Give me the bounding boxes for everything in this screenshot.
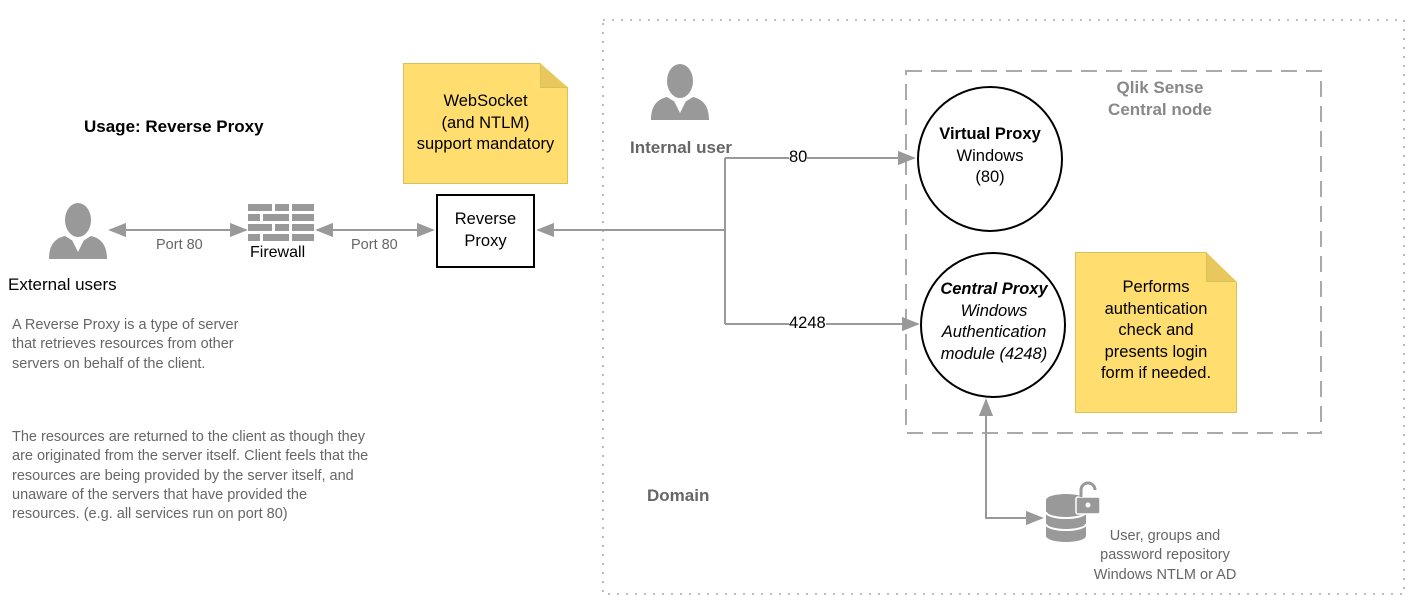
auth-note: Performs authentication check and presen… — [1075, 252, 1237, 413]
virtual-proxy-line2: Windows — [956, 146, 1024, 165]
virtual-proxy-circle — [917, 86, 1063, 232]
central-proxy-text: Central Proxy Windows Authentication mod… — [922, 279, 1066, 365]
repository-label: User, groups and password repository Win… — [1070, 527, 1260, 585]
port-label-80: 80 — [789, 148, 808, 167]
auth-note-line3: check and — [1118, 321, 1194, 339]
websocket-note-line2: (and NTLM) — [441, 113, 530, 132]
central-proxy-circle — [920, 252, 1066, 398]
connector-repository — [978, 398, 1044, 526]
websocket-note-line3: support mandatory — [416, 135, 555, 153]
external-users-label: External users — [8, 275, 117, 294]
central-node-line2: Central node — [1108, 100, 1212, 119]
port-label-4248: 4248 — [789, 314, 826, 333]
virtual-proxy-line3: (80) — [975, 168, 1005, 186]
auth-note-line4: presents login — [1104, 342, 1208, 361]
repository-line3: Windows NTLM or AD — [1093, 566, 1237, 583]
auth-note-line5: form if needed. — [1100, 364, 1212, 382]
internal-user-label: Internal user — [630, 138, 733, 157]
central-proxy-line4: module (4248) — [940, 344, 1048, 363]
auth-note-line1: Performs — [1122, 278, 1190, 296]
description-paragraph-1: A Reverse Proxy is a type of server that… — [12, 317, 239, 372]
websocket-note-line1: WebSocket — [443, 92, 528, 110]
firewall-icon — [248, 204, 314, 241]
virtual-proxy-text: Virtual Proxy Windows (80) — [918, 124, 1062, 189]
port-label-left: Port 80 — [156, 237, 203, 253]
database-lock-icon — [1045, 481, 1101, 542]
port-label-right: Port 80 — [351, 237, 398, 253]
reverse-proxy-box: Reverse Proxy — [436, 194, 535, 268]
domain-label: Domain — [647, 486, 710, 505]
virtual-proxy-title: Virtual Proxy — [939, 125, 1041, 143]
repository-line1: User, groups and — [1109, 528, 1221, 544]
central-node-line1: Qlik Sense — [1116, 78, 1204, 97]
central-proxy-line2: Windows — [960, 301, 1028, 320]
external-user-icon — [49, 203, 107, 259]
repository-line2: password repository — [1100, 547, 1230, 564]
reverse-proxy-line2: Proxy — [464, 232, 507, 250]
central-proxy-line3: Authentication — [941, 323, 1047, 341]
auth-note-line2: authentication — [1104, 299, 1208, 318]
central-node-label: Qlik Sense Central node — [1070, 77, 1250, 121]
reverse-proxy-line1: Reverse — [454, 210, 517, 228]
description-paragraph-2: The resources are returned to the client… — [12, 429, 369, 523]
internal-user-icon — [651, 64, 709, 120]
central-proxy-title: Central Proxy — [940, 280, 1048, 298]
page-title: Usage: Reverse Proxy — [84, 117, 264, 136]
central-node-boundary — [905, 70, 1322, 434]
firewall-label: Firewall — [250, 244, 306, 261]
